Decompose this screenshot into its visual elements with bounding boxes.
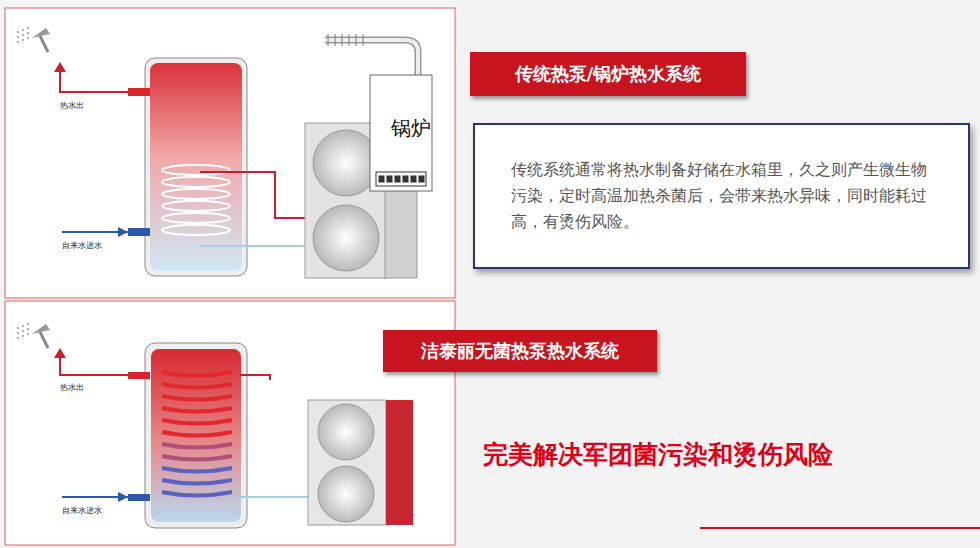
pipe-label: 自来水进水: [62, 240, 102, 251]
title-banner: 传统热泵/锅炉热水系统: [470, 52, 746, 96]
node-text: 锅炉: [370, 115, 452, 142]
slogan-text: 完美解决军团菌污染和烫伤风险: [483, 438, 833, 471]
node-text: 洁泰丽无菌热泵热水系统: [421, 339, 619, 363]
pipe-label: 自来水进水: [62, 505, 102, 516]
node-text: 传统系统通常将热水制备好储在水箱里，久之则产生微生物污染，定时高温加热杀菌后，会…: [511, 157, 932, 235]
pipe-label: 热水出: [60, 100, 84, 111]
pipe-label: 热水出: [60, 382, 84, 393]
description-box: 传统系统通常将热水制备好储在水箱里，久之则产生微生物污染，定时高温加热杀菌后，会…: [473, 123, 970, 269]
boiler-label-box: 锅炉: [370, 75, 452, 142]
node-text: 传统热泵/锅炉热水系统: [515, 62, 702, 86]
title-banner: 洁泰丽无菌热泵热水系统: [383, 330, 657, 372]
